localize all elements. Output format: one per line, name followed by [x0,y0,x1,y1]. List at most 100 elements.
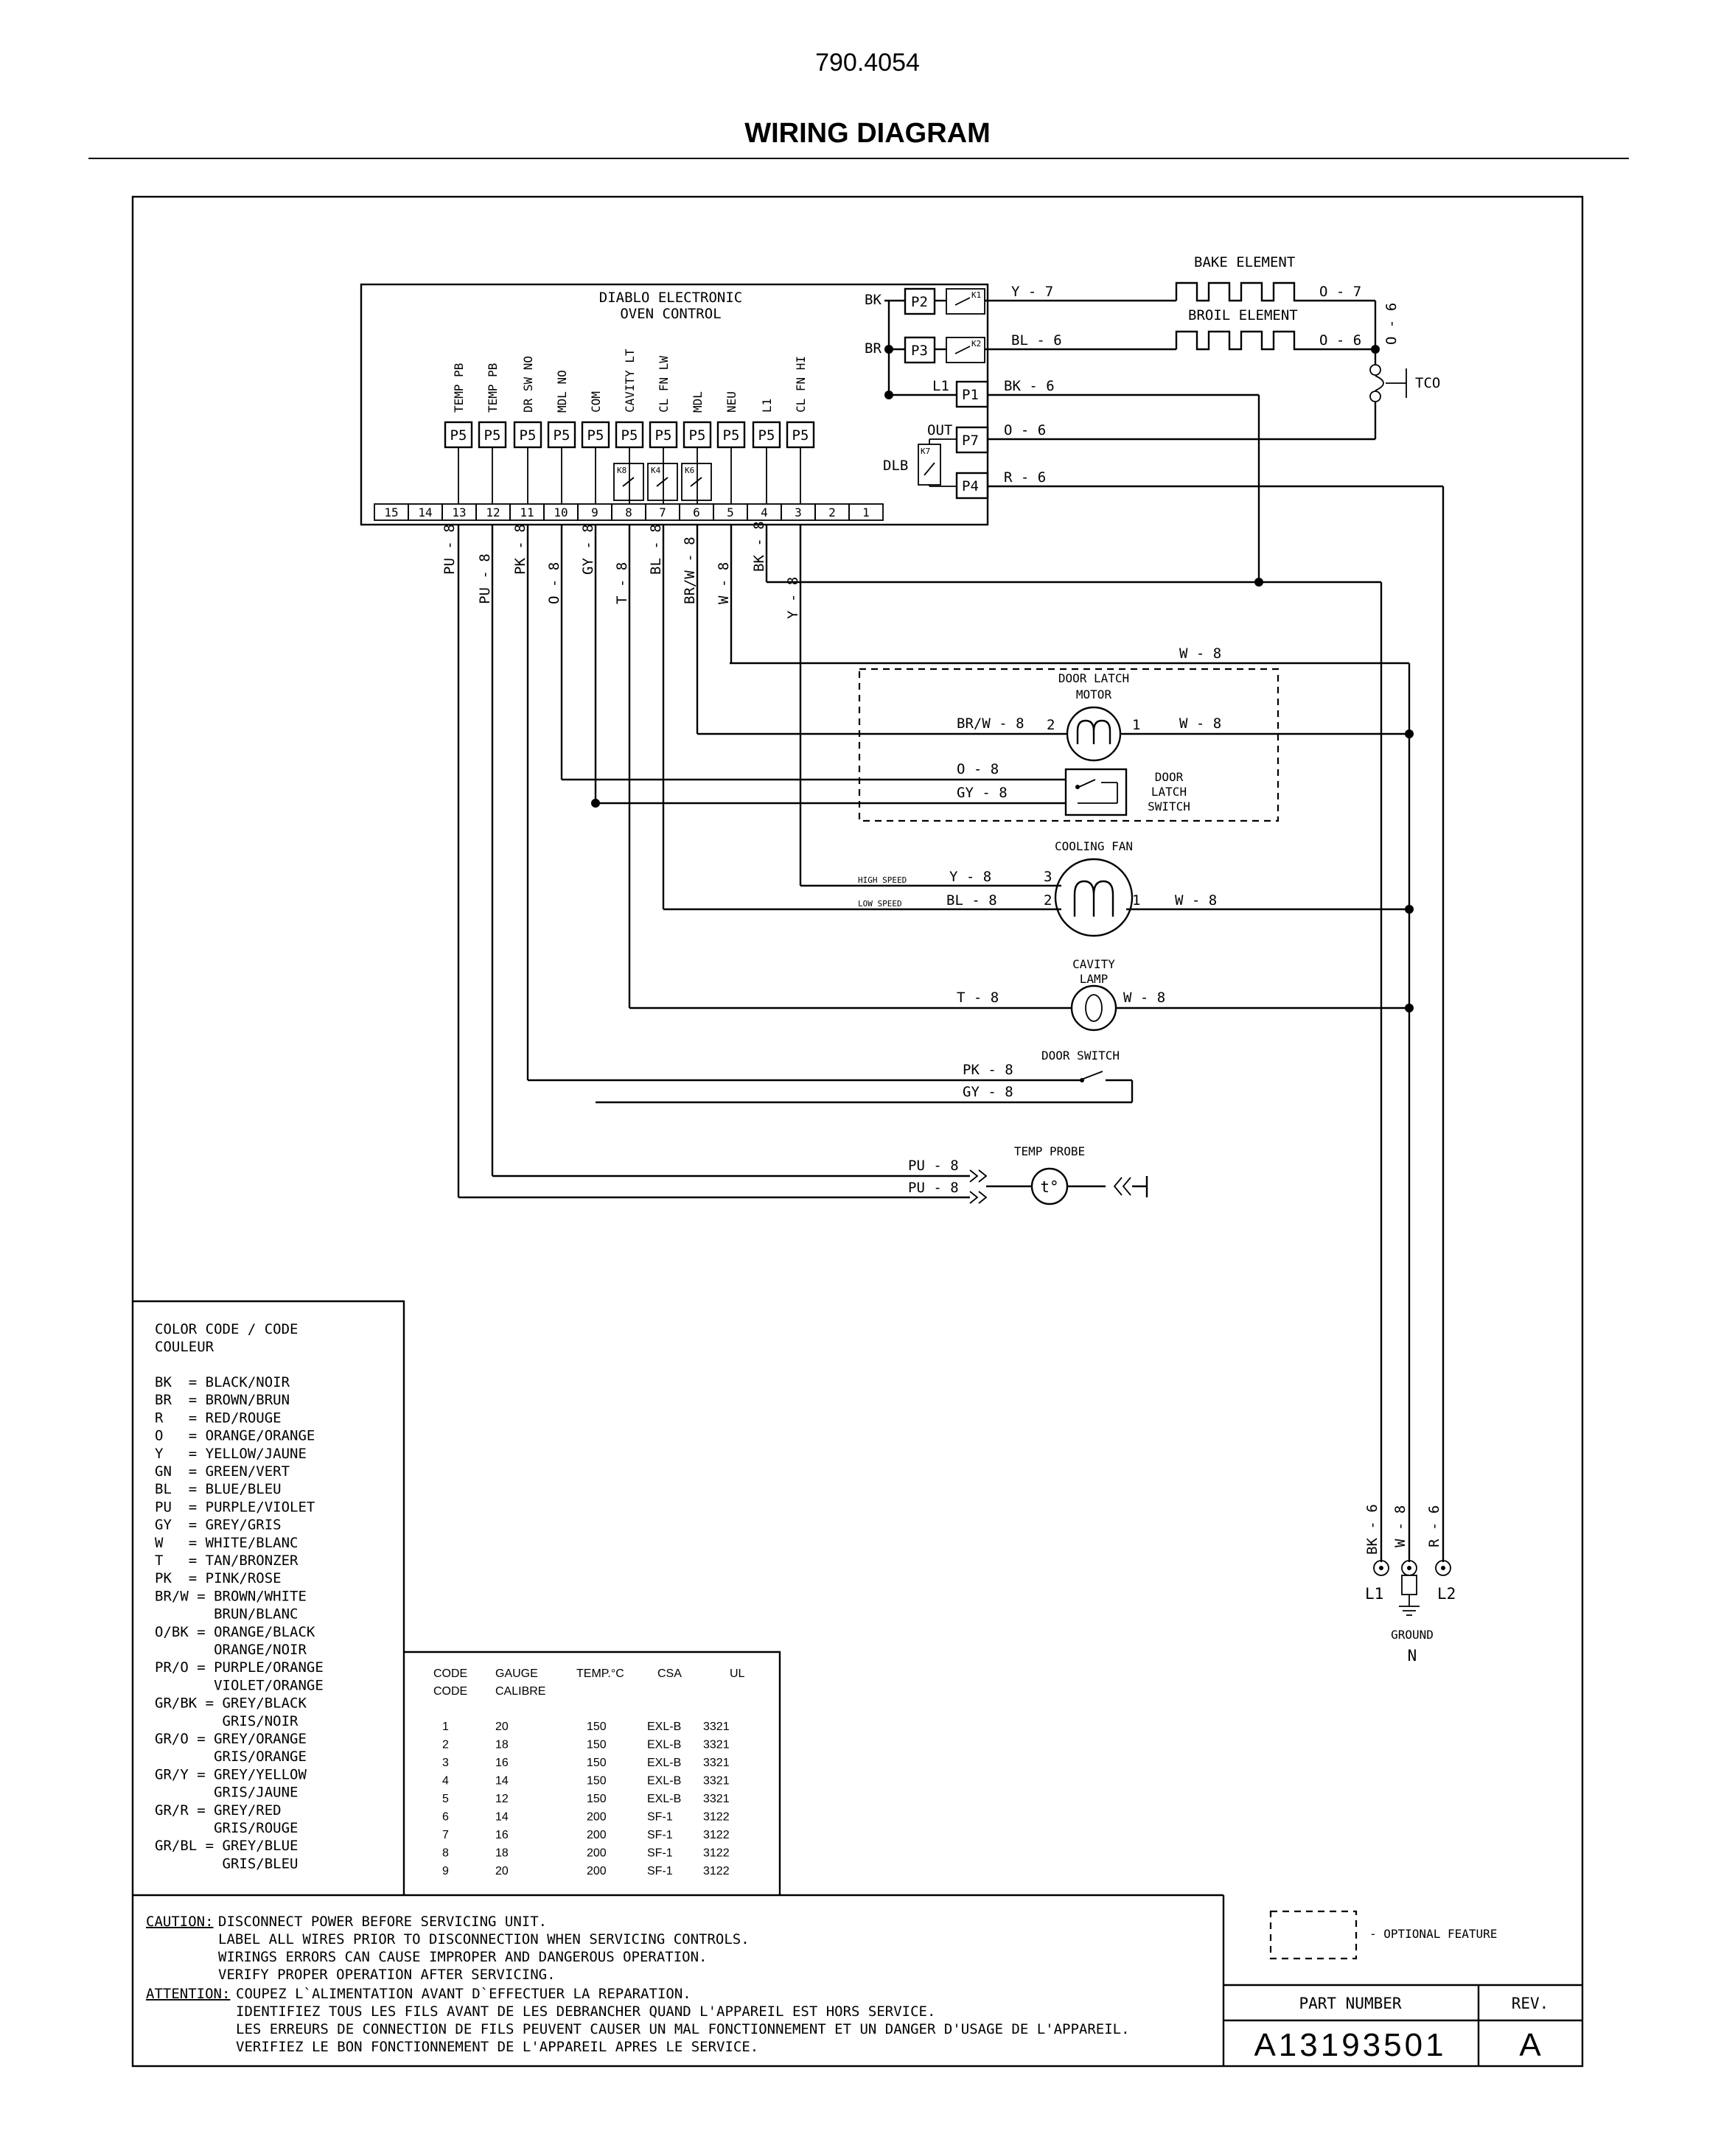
l1-internal-label: L1 [932,378,949,394]
p5-label-3: P5 [554,427,570,444]
color-code-line: GR/O = GREY/ORANGE [155,1731,307,1747]
caution-box: CAUTION: DISCONNECT POWER BEFORE SERVICI… [133,1894,1225,2066]
svg-text:2: 2 [1044,892,1052,909]
svg-text:W - 8: W - 8 [1175,892,1217,909]
svg-text:P2: P2 [911,294,928,310]
gauge-cell: 16 [495,1829,509,1841]
svg-text:GY - 8: GY - 8 [957,785,1008,801]
color-code-line: ORANGE/NOIR [155,1642,307,1658]
svg-text:PU - 8: PU - 8 [908,1158,959,1174]
color-code-line: O = ORANGE/ORANGE [155,1428,315,1444]
pin-name-4: COM [589,391,603,413]
pin-name-5: CAVITY LT [623,349,637,413]
terminal-label: 13 [452,505,466,519]
svg-text:GY - 8: GY - 8 [963,1084,1013,1100]
svg-text:LOW SPEED: LOW SPEED [858,899,902,909]
pin-name-9: L1 [760,399,774,413]
door-latch-motor: DOOR LATCH MOTOR BR/W - 8 2 1 W - 8 [697,671,1414,762]
gauge-cell: SF-1 [647,1847,673,1860]
caution-line: LABEL ALL WIRES PRIOR TO DISCONNECTION W… [218,1931,750,1947]
svg-text:K8: K8 [617,466,626,475]
p5-label-6: P5 [655,427,672,444]
supply-bk6-label: BK - 6 [1364,1504,1380,1555]
part-number-label: PART NUMBER [1299,1995,1401,2012]
gauge-cell: 200 [587,1829,607,1841]
p5-label-4: P5 [587,427,604,444]
gauge-cell: 14 [495,1811,509,1824]
br-label: BR [865,340,882,357]
wire-bl6-label: BL - 6 [1011,332,1062,349]
terminal-label: 4 [761,505,768,519]
optional-door-latch-box [858,668,1280,822]
cavity-lamp: CAVITY LAMP T - 8 W - 8 [629,957,1414,1032]
wire-bl8-label: BL - 8 [648,524,664,575]
p5-label-9: P5 [758,427,775,444]
diagram-frame [131,195,1584,2068]
gauge-cell: 3321 [703,1739,730,1751]
svg-text:1: 1 [1132,892,1140,909]
terminal-label: 2 [828,505,836,519]
pin-name-10: CL FN HI [794,356,808,413]
gauge-cell: 3321 [703,1793,730,1805]
gauge-header2-1: CALIBRE [495,1685,545,1698]
color-code-line: GRIS/JAUNE [155,1785,298,1801]
gauge-cell: 200 [587,1847,607,1860]
terminal-label: 14 [418,505,432,519]
color-code-line: BR/W = BROWN/WHITE [155,1588,307,1604]
p5-label-0: P5 [450,427,467,444]
gauge-cell: 200 [587,1811,607,1824]
color-code-line: BL = BLUE/BLEU [155,1481,282,1497]
page-title: WIRING DIAGRAM [744,118,991,149]
part-number-value: A13193501 [1254,2027,1446,2063]
svg-text:BL - 8: BL - 8 [946,892,997,909]
color-code-line: GR/Y = GREY/YELLOW [155,1766,307,1782]
svg-text:LATCH: LATCH [1151,785,1187,799]
attention-line: COUPEZ L`ALIMENTATION AVANT D`EFFECTUER … [236,1986,691,2002]
supply-wiring: BK - 6 R - 6 W - 8 [730,378,1445,1562]
gauge-cell: 5 [442,1793,449,1805]
svg-text:t°: t° [1040,1178,1058,1196]
temp-probe: TEMP PROBE t° PU - 8 PU - 8 [458,1144,1148,1205]
svg-text:TEMP PROBE: TEMP PROBE [1014,1144,1085,1158]
p5-label-2: P5 [520,427,537,444]
gauge-cell: 7 [442,1829,449,1841]
color-code-line: GR/R = GREY/RED [155,1802,282,1819]
svg-text:HIGH SPEED: HIGH SPEED [858,875,907,885]
svg-text:K1: K1 [971,290,981,300]
relay-k8: K8 [613,463,644,501]
color-code-line: BK = BLACK/NOIR [155,1374,290,1390]
attention-line: IDENTIFIEZ TOUS LES FILS AVANT DE LES DE… [236,2003,935,2020]
wire-bk6-label: BK - 6 [1004,378,1055,394]
p5-label-1: P5 [484,427,501,444]
broil-element [1175,330,1306,351]
attention-line: VERIFIEZ LE BON FONCTIONNEMENT DE L'APPA… [236,2039,758,2055]
pin-name-1: TEMP PB [486,363,500,413]
svg-text:P1: P1 [962,387,979,403]
gauge-header-2: TEMP.°C [576,1667,624,1680]
svg-text:BR/W - 8: BR/W - 8 [957,715,1024,732]
pin-name-6: CL FN LW [657,356,671,413]
supply-l2-label: L2 [1437,1585,1456,1603]
caution-label: CAUTION: [146,1914,214,1930]
gauge-cell: 3321 [703,1721,730,1733]
svg-text:1: 1 [1132,717,1140,733]
svg-text:PU - 8: PU - 8 [908,1180,959,1196]
color-code-line: GRIS/ROUGE [155,1820,298,1836]
gauge-cell: 3122 [703,1847,730,1860]
gauge-cell: 3321 [703,1757,730,1769]
door-latch-switch: O - 8 GY - 8 DOOR LATCH SWITCH [562,761,1190,816]
attention-line: LES ERREURS DE CONNECTION DE FILS PEUVEN… [236,2021,1130,2037]
wire-gy8-label: GY - 8 [580,524,596,575]
p5-label-7: P5 [689,427,706,444]
optional-feature-text: - OPTIONAL FEATURE [1369,1927,1497,1941]
wire-o8-label: O - 8 [546,562,562,604]
gauge-cell: 3122 [703,1865,730,1877]
terminal-label: 3 [795,505,802,519]
color-code-title: COLOR CODE / CODE [155,1321,298,1337]
svg-text:P7: P7 [962,433,979,449]
gauge-header-4: UL [730,1667,745,1680]
wire-o7-label: O - 7 [1319,284,1361,300]
gauge-cell: 6 [442,1811,449,1824]
color-code-line: PR/O = PURPLE/ORANGE [155,1659,324,1676]
pin-name-7: MDL [691,391,705,413]
